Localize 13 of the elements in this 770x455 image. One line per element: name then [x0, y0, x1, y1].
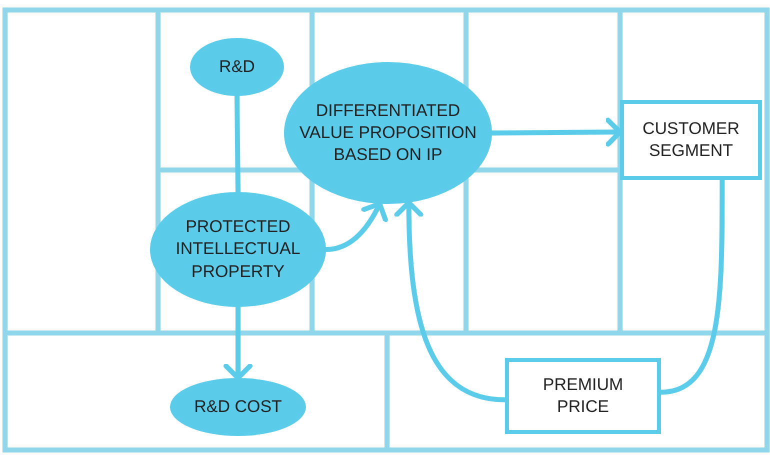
node-label: R&D — [218, 56, 256, 78]
node-label: CUSTOMER SEGMENT — [642, 118, 740, 162]
arrow — [490, 118, 622, 147]
customer-segment-box — [620, 100, 762, 180]
node-label: PROTECTED INTELLECTUAL PROPERTY — [174, 216, 302, 283]
arrow — [394, 200, 508, 402]
node-label: R&D COST — [193, 396, 283, 418]
premium-price-box — [505, 358, 661, 434]
arrow — [324, 201, 388, 252]
node-label: PREMIUM PRICE — [542, 374, 624, 418]
node-label: DIFFERENTIATED VALUE PROPOSITION BASED ON IP — [298, 100, 478, 166]
connector-line — [234, 94, 240, 194]
arrow — [224, 304, 252, 380]
